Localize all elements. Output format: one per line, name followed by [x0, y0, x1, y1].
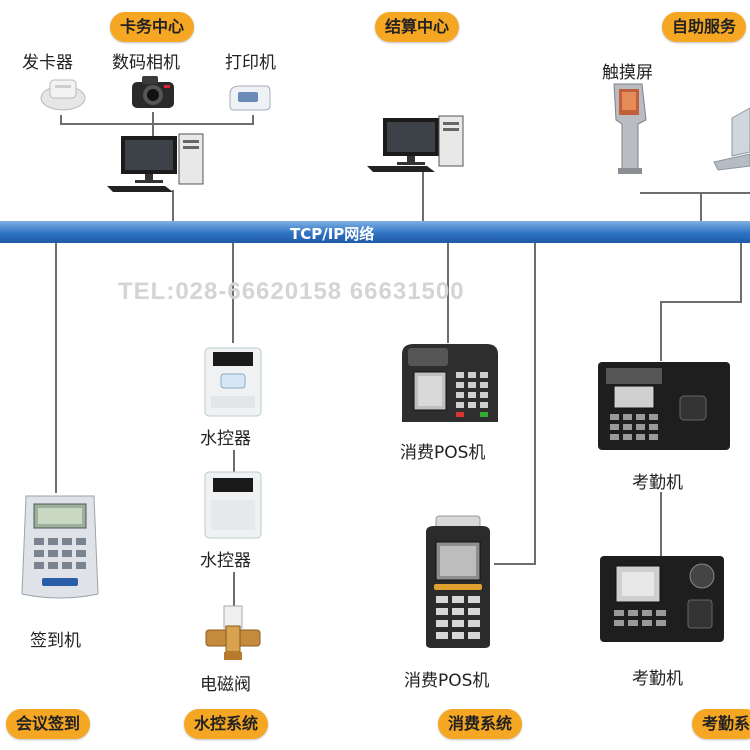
printer-icon	[229, 85, 271, 111]
printer-drop	[252, 115, 254, 125]
attendance-machine-1-icon	[598, 362, 730, 450]
pos-terminal-1-icon	[402, 344, 498, 422]
settlement-bus-link	[422, 168, 424, 222]
category-self-service: 自助服务	[662, 12, 747, 42]
pos1-link	[447, 243, 449, 343]
water-controller-1-icon	[204, 347, 262, 417]
card-center-pc-link-top	[152, 123, 154, 137]
card-issuer-icon	[40, 79, 86, 111]
label-touch-screen: 触摸屏	[602, 63, 653, 83]
label-pos-1: 消费POS机	[400, 443, 486, 463]
card-center-computer-icon	[107, 133, 204, 192]
label-pos-2: 消费POS机	[404, 671, 490, 691]
valve-link	[233, 572, 235, 608]
attendance2-link	[660, 492, 662, 556]
water-controller-2-icon	[204, 471, 262, 539]
solenoid-valve-icon	[205, 605, 261, 660]
card-center-bus-link	[172, 190, 174, 222]
signin-machine-icon	[21, 495, 99, 599]
card-issuer-drop	[60, 115, 62, 125]
label-solenoid-valve: 电磁阀	[200, 675, 251, 695]
water-link	[232, 243, 234, 343]
signin-link	[55, 243, 57, 493]
settlement-computer-icon	[367, 115, 464, 172]
attendance1-link	[660, 301, 662, 361]
category-attendance: 考勤系	[692, 709, 750, 739]
pos2-link-h	[494, 563, 536, 565]
category-water-control: 水控系统	[184, 709, 269, 739]
category-consumption: 消费系统	[438, 709, 523, 739]
pos-terminal-2-icon	[426, 515, 490, 648]
camera-icon	[132, 76, 174, 108]
category-meeting-checkin: 会议签到	[6, 709, 91, 739]
top-peripheral-connector	[60, 123, 254, 125]
category-card-center: 卡务中心	[110, 12, 195, 42]
tcp-ip-network-bus	[0, 221, 750, 243]
label-water-controller-1: 水控器	[200, 429, 251, 449]
attendance-branch	[660, 301, 742, 303]
label-attendance-2: 考勤机	[632, 669, 683, 689]
label-attendance-1: 考勤机	[632, 473, 683, 493]
phone-watermark: TEL:028-66620158 66631500	[118, 278, 465, 305]
touch-screen-kiosk-icon	[613, 83, 647, 174]
label-card-issuer: 发卡器	[22, 53, 73, 73]
label-digital-camera: 数码相机	[112, 53, 180, 73]
attendance-trunk	[740, 243, 742, 303]
laptop-icon	[713, 107, 750, 171]
attendance-machine-2-icon	[600, 556, 724, 642]
pos2-link-v	[534, 243, 536, 565]
camera-drop	[152, 112, 154, 125]
label-signin-machine: 签到机	[30, 631, 81, 651]
water-controller-link	[233, 450, 235, 472]
self-service-bus-link	[700, 192, 702, 222]
self-service-connector	[640, 192, 750, 194]
category-settlement-center: 结算中心	[375, 12, 460, 42]
network-label: TCP/IP网络	[290, 225, 375, 243]
label-printer: 打印机	[225, 53, 276, 73]
label-water-controller-2: 水控器	[200, 551, 251, 571]
